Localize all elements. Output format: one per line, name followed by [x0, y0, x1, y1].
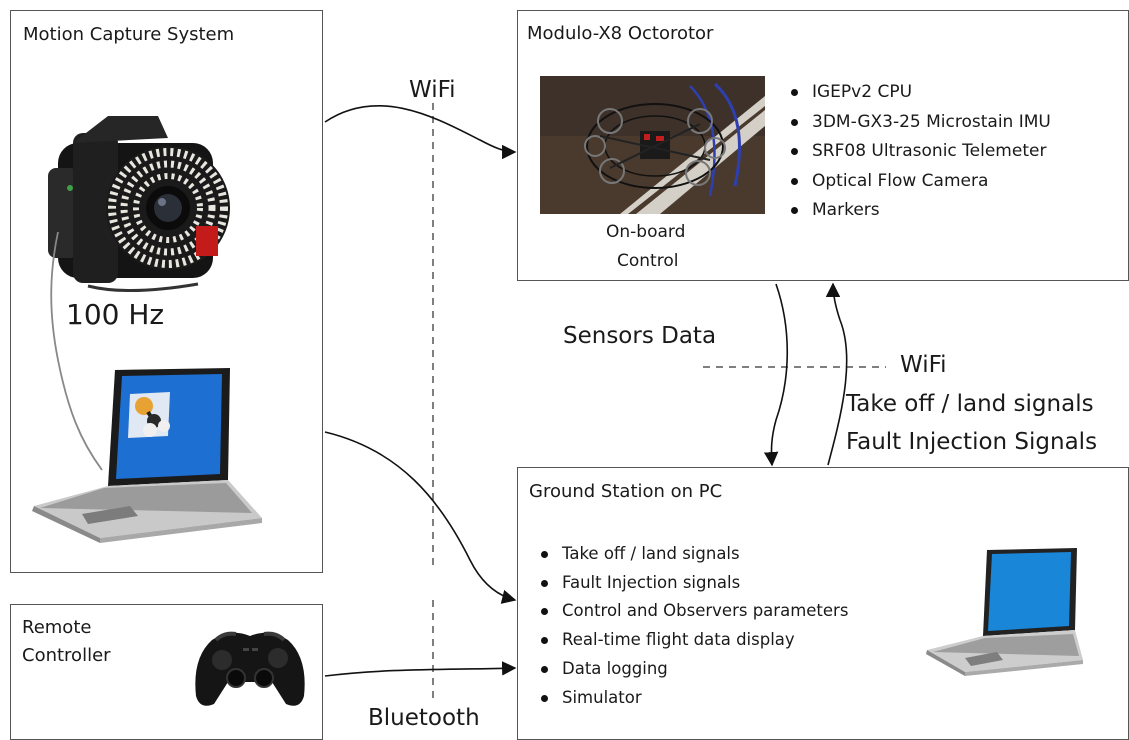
list-item: Simulator	[540, 684, 848, 713]
list-item: IGEPv2 CPU	[790, 78, 1051, 108]
list-item: Control and Observers parameters	[540, 597, 848, 626]
takeoff-signals-label: Take off / land signals	[846, 391, 1094, 417]
remote-title-line1: Remote	[22, 617, 92, 638]
ground-station-laptop-icon	[926, 548, 1083, 676]
ground-station-title: Ground Station on PC	[529, 481, 723, 502]
octorotor-components-list: IGEPv2 CPU 3DM-GX3-25 Microstain IMU SRF…	[790, 78, 1051, 226]
mocap-laptop-icon	[32, 368, 262, 543]
wifi-top-label: WiFi	[409, 77, 456, 103]
list-item: Markers	[790, 196, 1051, 226]
ground-station-functions-list: Take off / land signals Fault Injection …	[540, 540, 848, 712]
list-item: 3DM-GX3-25 Microstain IMU	[790, 108, 1051, 138]
motion-capture-title: Motion Capture System	[23, 24, 235, 45]
capture-rate-label: 100 Hz	[66, 298, 165, 331]
list-item: Optical Flow Camera	[790, 167, 1051, 197]
fault-signals-label: Fault Injection Signals	[846, 429, 1098, 455]
camera-cable	[50, 231, 103, 471]
octorotor-photo	[540, 76, 765, 214]
list-item: Fault Injection signals	[540, 569, 848, 598]
remote-title-line2: Controller	[22, 645, 111, 666]
mocap-camera-icon	[48, 116, 230, 293]
wifi-mid-label: WiFi	[900, 352, 947, 378]
list-item: Data logging	[540, 655, 848, 684]
onboard-caption-line2: Control	[617, 251, 679, 271]
list-item: Real-time flight data display	[540, 626, 848, 655]
gamepad-icon	[195, 631, 305, 706]
list-item: SRF08 Ultrasonic Telemeter	[790, 137, 1051, 167]
octorotor-title: Modulo-X8 Octorotor	[527, 23, 714, 44]
bluetooth-label: Bluetooth	[368, 705, 480, 731]
list-item: Take off / land signals	[540, 540, 848, 569]
signals-uplink-arrow	[825, 282, 848, 466]
mocap-to-ground-arrow	[324, 431, 517, 604]
wifi-link-arrow	[324, 105, 517, 160]
bluetooth-link-arrow	[324, 661, 517, 677]
sensors-data-label: Sensors Data	[563, 323, 717, 349]
onboard-caption-line1: On-board	[606, 222, 686, 242]
sensors-data-arrow	[763, 283, 789, 467]
